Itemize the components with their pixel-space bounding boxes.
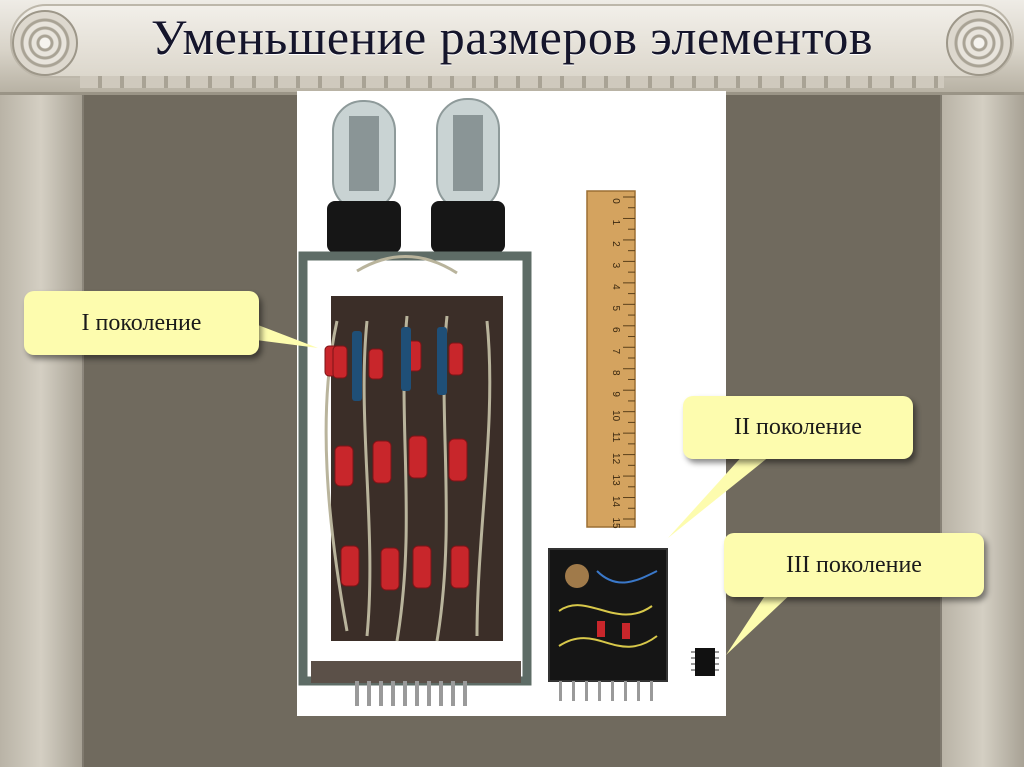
vacuum-tube-left xyxy=(327,100,401,253)
callout-third-generation-label: III поколение xyxy=(786,551,922,578)
callout-second-generation: II поколение xyxy=(683,396,913,459)
ruler-tick-label: 1 xyxy=(610,220,621,226)
slide-title: Уменьшение размеров элементов xyxy=(150,9,874,65)
ruler-tick-label: 8 xyxy=(610,370,621,376)
callout-second-generation-label: II поколение xyxy=(734,414,862,440)
ruler-tick-label: 2 xyxy=(610,241,621,247)
right-column xyxy=(942,70,1024,767)
ruler-tick-label: 3 xyxy=(610,263,621,269)
ruler-tick-label: 14 xyxy=(610,496,621,508)
left-column xyxy=(0,70,82,767)
column-capital-header: Уменьшение размеров элементов xyxy=(0,0,1024,95)
dentil-molding xyxy=(80,76,944,88)
ruler-tick-label: 12 xyxy=(610,453,621,465)
ruler-tick-label: 9 xyxy=(610,391,621,397)
ruler-tick-label: 4 xyxy=(610,284,621,290)
ruler-tick-label: 0 xyxy=(610,198,621,204)
callout-first-generation-label: I поколение xyxy=(81,309,202,336)
integrated-circuit-chip xyxy=(691,648,719,676)
capacitors xyxy=(352,327,447,401)
vacuum-tube-right xyxy=(431,98,505,253)
callout-third-generation: III поколение xyxy=(724,533,984,597)
ruler-tick-label: 13 xyxy=(610,475,621,487)
ruler-tick-label: 7 xyxy=(610,348,621,354)
ruler-tick-label: 6 xyxy=(610,327,621,333)
ruler-tick-label: 11 xyxy=(610,432,621,443)
transistor-module xyxy=(548,548,668,701)
connector-pins xyxy=(355,681,467,706)
right-volute-ornament xyxy=(946,10,1012,76)
callout-first-generation: I поколение xyxy=(24,291,259,355)
left-volute-ornament xyxy=(12,10,78,76)
ruler-tick-label: 15 xyxy=(610,517,621,529)
ruler-tick-label: 5 xyxy=(610,306,621,312)
resistors xyxy=(324,340,470,591)
ruler-tick-label: 10 xyxy=(610,410,621,422)
